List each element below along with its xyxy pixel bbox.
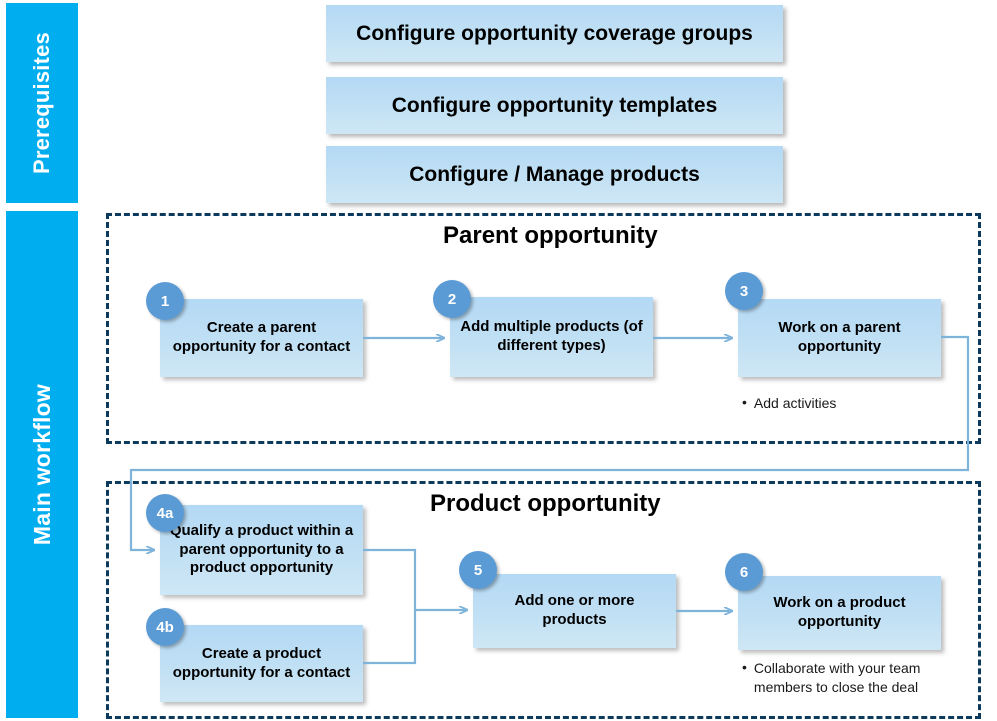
step-badge-5: 5 (459, 551, 497, 589)
note-text: Collaborate with your team members to cl… (753, 660, 921, 696)
step-label: Create a parent opportunity for a contac… (172, 319, 351, 355)
step-badge-number: 2 (447, 290, 457, 308)
step-box-work-on-parent-opportunity[interactable]: Work on a parent opportunity (738, 299, 941, 377)
note-product-opportunity: • Collaborate with your team members to … (742, 659, 932, 698)
step-label: Add one or more products (514, 592, 635, 628)
step-badge-3: 3 (725, 272, 763, 310)
prerequisite-box-products[interactable]: Configure / Manage products (326, 146, 783, 203)
category-bar-prerequisites: Prerequisites (6, 3, 78, 203)
step-box-add-one-or-more-products[interactable]: Add one or more products (473, 574, 676, 648)
note-text: Add activities (753, 395, 837, 411)
prerequisite-label: Configure / Manage products (409, 162, 700, 186)
bullet-icon: • (742, 394, 747, 410)
step-badge-4b: 4b (146, 608, 184, 646)
category-label-main-workflow: Main workflow (28, 383, 55, 546)
category-bar-main-workflow: Main workflow (6, 211, 78, 718)
prerequisite-label: Configure opportunity templates (391, 93, 718, 117)
section-title-parent-opportunity: Parent opportunity (443, 222, 658, 249)
note-parent-opportunity: • Add activities (742, 394, 952, 413)
step-badge-6: 6 (725, 553, 763, 591)
step-label: Qualify a product within a parent opport… (169, 521, 354, 577)
prerequisite-box-templates[interactable]: Configure opportunity templates (326, 77, 783, 134)
step-box-add-multiple-products[interactable]: Add multiple products (of different type… (450, 297, 653, 377)
step-badge-number: 4b (156, 618, 174, 636)
step-box-create-parent-opportunity[interactable]: Create a parent opportunity for a contac… (160, 299, 363, 377)
step-label: Work on a product opportunity (773, 594, 906, 630)
step-badge-number: 4a (156, 504, 174, 522)
step-box-qualify-product[interactable]: Qualify a product within a parent opport… (160, 505, 363, 595)
step-badge-number: 5 (473, 561, 483, 579)
step-badge-4a: 4a (146, 494, 184, 532)
prerequisite-label: Configure opportunity coverage groups (356, 21, 753, 45)
step-box-create-product-opportunity[interactable]: Create a product opportunity for a conta… (160, 625, 363, 702)
step-badge-1: 1 (146, 282, 184, 320)
step-badge-2: 2 (433, 280, 471, 318)
category-label-prerequisites: Prerequisites (29, 31, 54, 174)
step-box-work-on-product-opportunity[interactable]: Work on a product opportunity (738, 576, 941, 650)
step-label: Create a product opportunity for a conta… (172, 644, 351, 681)
prerequisite-box-coverage-groups[interactable]: Configure opportunity coverage groups (326, 5, 783, 62)
step-label: Add multiple products (of different type… (460, 318, 643, 354)
section-title-product-opportunity: Product opportunity (430, 490, 661, 517)
step-label: Work on a parent opportunity (778, 319, 901, 355)
bullet-icon: • (742, 659, 747, 675)
step-badge-number: 1 (160, 292, 170, 310)
step-badge-number: 6 (739, 563, 749, 581)
step-badge-number: 3 (739, 282, 749, 300)
